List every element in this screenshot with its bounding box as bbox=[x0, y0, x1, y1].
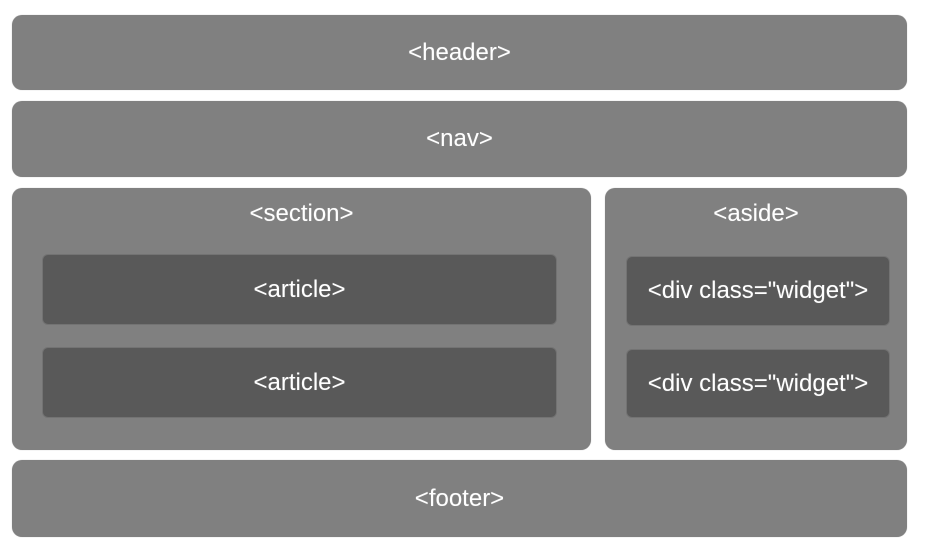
article-label: <article> bbox=[253, 275, 346, 303]
widget-block: <div class="widget"> bbox=[626, 256, 890, 326]
aside-label: <aside> bbox=[713, 200, 799, 227]
nav-label: <nav> bbox=[426, 125, 493, 152]
nav-block: <nav> bbox=[12, 101, 907, 177]
section-label: <section> bbox=[249, 200, 354, 227]
article-label: <article> bbox=[253, 368, 346, 396]
widget-label: <div class="widget"> bbox=[647, 277, 869, 304]
widget-block: <div class="widget"> bbox=[626, 349, 890, 418]
aside-block: <aside> <div class="widget"> <div class=… bbox=[605, 188, 907, 450]
header-label: <header> bbox=[408, 38, 511, 66]
section-block: <section> <article> <article> bbox=[12, 188, 591, 450]
footer-block: <footer> bbox=[12, 460, 907, 537]
widget-label: <div class="widget"> bbox=[647, 369, 869, 397]
footer-label: <footer> bbox=[414, 484, 505, 512]
header-block: <header> bbox=[12, 15, 907, 90]
article-block: <article> bbox=[42, 254, 557, 325]
article-block: <article> bbox=[42, 347, 557, 418]
